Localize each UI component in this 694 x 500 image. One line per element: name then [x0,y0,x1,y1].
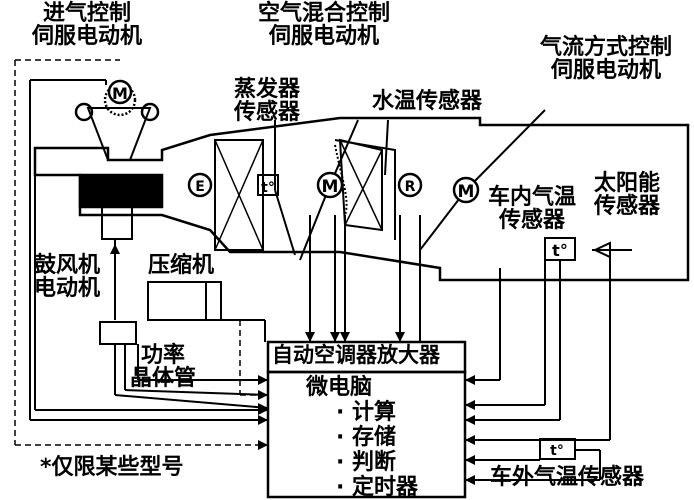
outside-sensor-symbol: t° [550,443,564,459]
compressor-clutch [205,281,222,321]
cabin-temp-sensor-label: 车内气温 传感器 [488,186,576,232]
air-mix-motor-label: 空气混合控制 伺服电动机 [258,2,390,48]
function-item-store: · 存储 [336,425,397,450]
blower-motor-label: 鼓风机 电动机 [34,254,100,300]
intake-motor-circle [107,79,133,105]
cabin-temp-sensor-label-line1: 车内气温 [488,185,577,210]
cabin-sensor-symbol: t° [552,241,568,260]
outside-temp-sensor-label: 车外气温传感器 [490,465,645,490]
air-mix-motor-label-line2: 伺服电动机 [269,24,380,50]
arrowheads [110,244,475,485]
blower-motor-label-line2: 电动机 [34,276,101,302]
function-item-judge: · 判断 [336,450,397,475]
heater-symbol: R [405,179,416,195]
compressor-body [147,281,207,321]
intake-motor-label-line1: 进气控制 [43,1,132,26]
power-transistor-label-line1: 功率 [141,343,186,368]
solar-sensor-label: 太阳能 传感器 [594,172,660,218]
intake-motor-symbol: M [112,84,128,103]
power-transistor-box [99,321,137,345]
evaporator-symbol-circle [187,172,213,198]
air-mix-motor-label-line1: 空气混合控制 [258,1,391,26]
air-duct [33,116,690,282]
microcomputer-label: 微电脑 [306,375,373,400]
solar-sensor-diode [592,241,632,259]
intake-door-left [74,102,94,122]
evaporator-sensor-label-line2: 传感器 [234,100,301,126]
water-temp-sensor-label: 水温传感器 [372,89,483,114]
compressor-label: 压缩机 [148,253,215,278]
intake-door-right [140,102,160,122]
power-transistor-label-line2: 晶体管 [130,366,197,392]
solar-sensor-label-line1: 太阳能 [594,171,661,196]
intake-gear [103,83,137,117]
evaporator-sensor-label-line1: 蒸发器 [234,77,301,102]
function-item-timer: · 定时器 [336,475,419,500]
evaporator-symbol: E [195,179,205,195]
signal-lines [29,79,611,481]
blower-motor-body [101,206,133,240]
airflow-motor-circle [452,176,480,204]
cabin-temp-sensor-label-line2: 传感器 [499,208,566,234]
function-list: · 计算 · 存储 · 判断 · 定时器 [336,400,418,500]
intake-motor-label: 进气控制 伺服电动机 [32,2,142,48]
intake-motor-label-line2: 伺服电动机 [32,24,143,50]
evaporator-sensor-box [257,174,279,196]
airflow-motor-label-line1: 气流方式控制 [540,35,673,60]
solar-sensor-label-line2: 传感器 [594,194,661,220]
air-mix-motor-symbol: M [322,177,339,197]
evaporator-sensor-symbol: t° [261,180,275,196]
air-mix-motor-circle [316,171,344,199]
amplifier-label: 自动空调器放大器 [272,343,440,367]
function-item-calc: · 计算 [336,400,397,425]
blower-fan [78,173,164,209]
airflow-motor-label-line2: 伺服电动机 [551,58,662,84]
intake-hopper [86,107,152,161]
power-transistor-label: 功率 晶体管 [130,344,196,390]
microcomputer-box [266,370,467,499]
airflow-motor-label: 气流方式控制 伺服电动机 [540,36,672,82]
models-note-label: *仅限某些型号 [40,455,184,480]
evaporator-sensor-label: 蒸发器 传感器 [234,78,300,124]
airflow-motor-symbol: M [458,182,475,202]
heater-symbol-circle [397,172,423,198]
blower-motor-label-line1: 鼓风机 [34,253,101,278]
